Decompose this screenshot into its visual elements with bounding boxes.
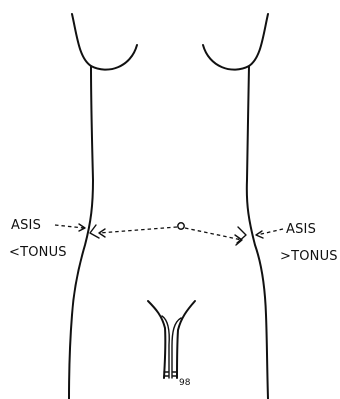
- signature: 98: [179, 378, 191, 388]
- left-asis-mark: [90, 225, 99, 238]
- right-measure-arrowhead: [235, 235, 242, 245]
- left-shoulder-curve: [72, 14, 137, 70]
- left-label-pointer: [55, 225, 84, 228]
- left-body-outline: [69, 66, 93, 399]
- left-asis-label: ASIS: [11, 218, 41, 233]
- right-measure-line: [185, 228, 242, 240]
- right-asis-label: ASIS: [286, 222, 316, 237]
- right-body-outline: [247, 66, 268, 399]
- left-measure-line: [99, 227, 177, 233]
- navel-circle: [178, 223, 184, 229]
- right-tonus-label: >TONUS: [280, 249, 338, 264]
- right-shoulder-curve: [203, 14, 268, 70]
- left-tonus-label: <TONUS: [9, 245, 67, 260]
- groin-bottom-hatch: [164, 372, 177, 376]
